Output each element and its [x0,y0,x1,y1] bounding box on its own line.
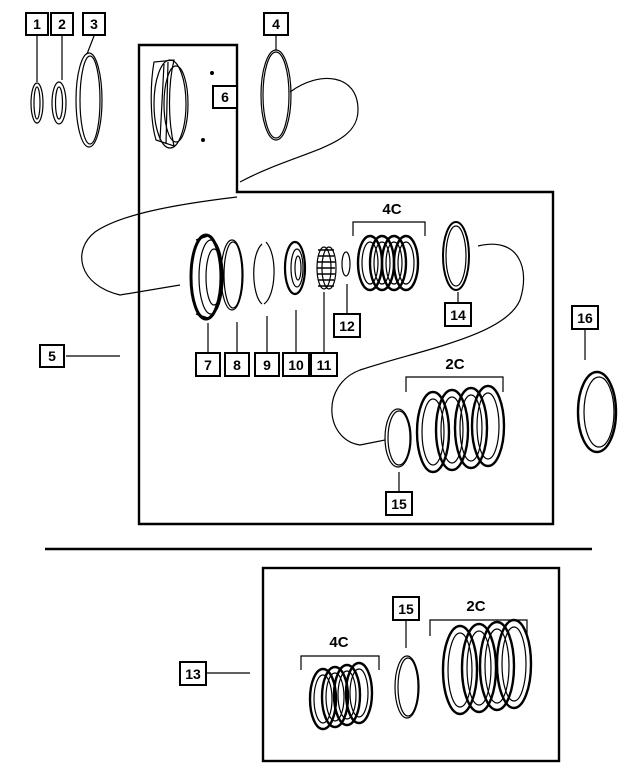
callout-11: 11 [310,352,338,377]
part-15-snap-ring-bottom [394,655,420,719]
callout-9-label: 9 [263,357,271,373]
routing-curve-6-to-4 [239,78,359,183]
callout-15-top: 15 [385,491,413,516]
main-assembly-outline [137,43,555,526]
label-4c-top: 4C [382,201,401,218]
part-3-large-snap-ring [75,52,103,148]
callout-12-label: 12 [339,318,355,334]
label-2c-bottom: 2C [466,598,485,615]
routing-curve-5-to-7 [81,196,238,296]
callout-2-label: 2 [58,16,66,32]
callout-5: 5 [39,344,65,368]
clutch-pack-2c-top [415,384,506,474]
callout-8: 8 [224,352,250,377]
callout-1-label: 1 [33,16,41,32]
callout-6-label: 6 [221,89,229,105]
part-12-o-ring [341,251,351,277]
callout-3: 3 [82,12,106,36]
bracket-2c-top [405,376,504,392]
callout-5-label: 5 [48,348,56,364]
callout-15-bottom: 15 [392,596,420,621]
part-1-snap-ring [30,82,44,124]
part-6-clutch-housing [150,59,214,149]
callout-7: 7 [195,352,221,377]
service-kit-outline [261,566,561,763]
callout-7-label: 7 [204,357,212,373]
label-2c-top: 2C [445,356,464,373]
bracket-4c-top [352,221,426,236]
callout-13-label: 13 [185,666,201,682]
part-9-snap-ring [253,241,275,305]
label-4c-bottom: 4C [329,634,348,651]
callout-2: 2 [50,12,74,36]
callout-13: 13 [179,661,207,686]
callout-14: 14 [444,302,472,327]
callout-15-top-label: 15 [391,496,407,512]
callout-4: 4 [263,12,289,36]
callout-8-label: 8 [233,357,241,373]
clutch-pack-2c-bottom [441,618,533,716]
callout-3-label: 3 [90,16,98,32]
callout-11-label: 11 [317,357,332,373]
callout-9: 9 [254,352,280,377]
part-10-bearing [283,240,307,296]
callout-4-label: 4 [272,16,280,32]
part-4-seal-ring [260,49,292,141]
callout-6: 6 [212,85,238,109]
part-2-snap-ring [51,81,67,125]
callout-14-label: 14 [450,307,466,323]
routing-curve-14-to-15 [331,243,525,446]
part-14-pressure-plate [442,221,470,291]
callout-12: 12 [333,313,361,338]
part-15-snap-ring-top [384,408,412,468]
callout-10-label: 10 [288,357,304,373]
callout-16-label: 16 [577,310,593,326]
part-16-clutch-ring [576,370,618,454]
part-8-seal [220,239,244,311]
callout-10: 10 [282,352,310,377]
callout-15-bottom-label: 15 [398,601,414,617]
callout-16: 16 [571,305,599,330]
clutch-pack-4c-bottom [308,661,374,731]
callout-1: 1 [25,12,49,36]
clutch-pack-4c-top [356,234,420,292]
bracket-4c-bottom [300,655,380,670]
bracket-2c-bottom [429,619,528,636]
part-7-clutch-drum [189,233,224,321]
part-11-sprag [316,246,337,290]
